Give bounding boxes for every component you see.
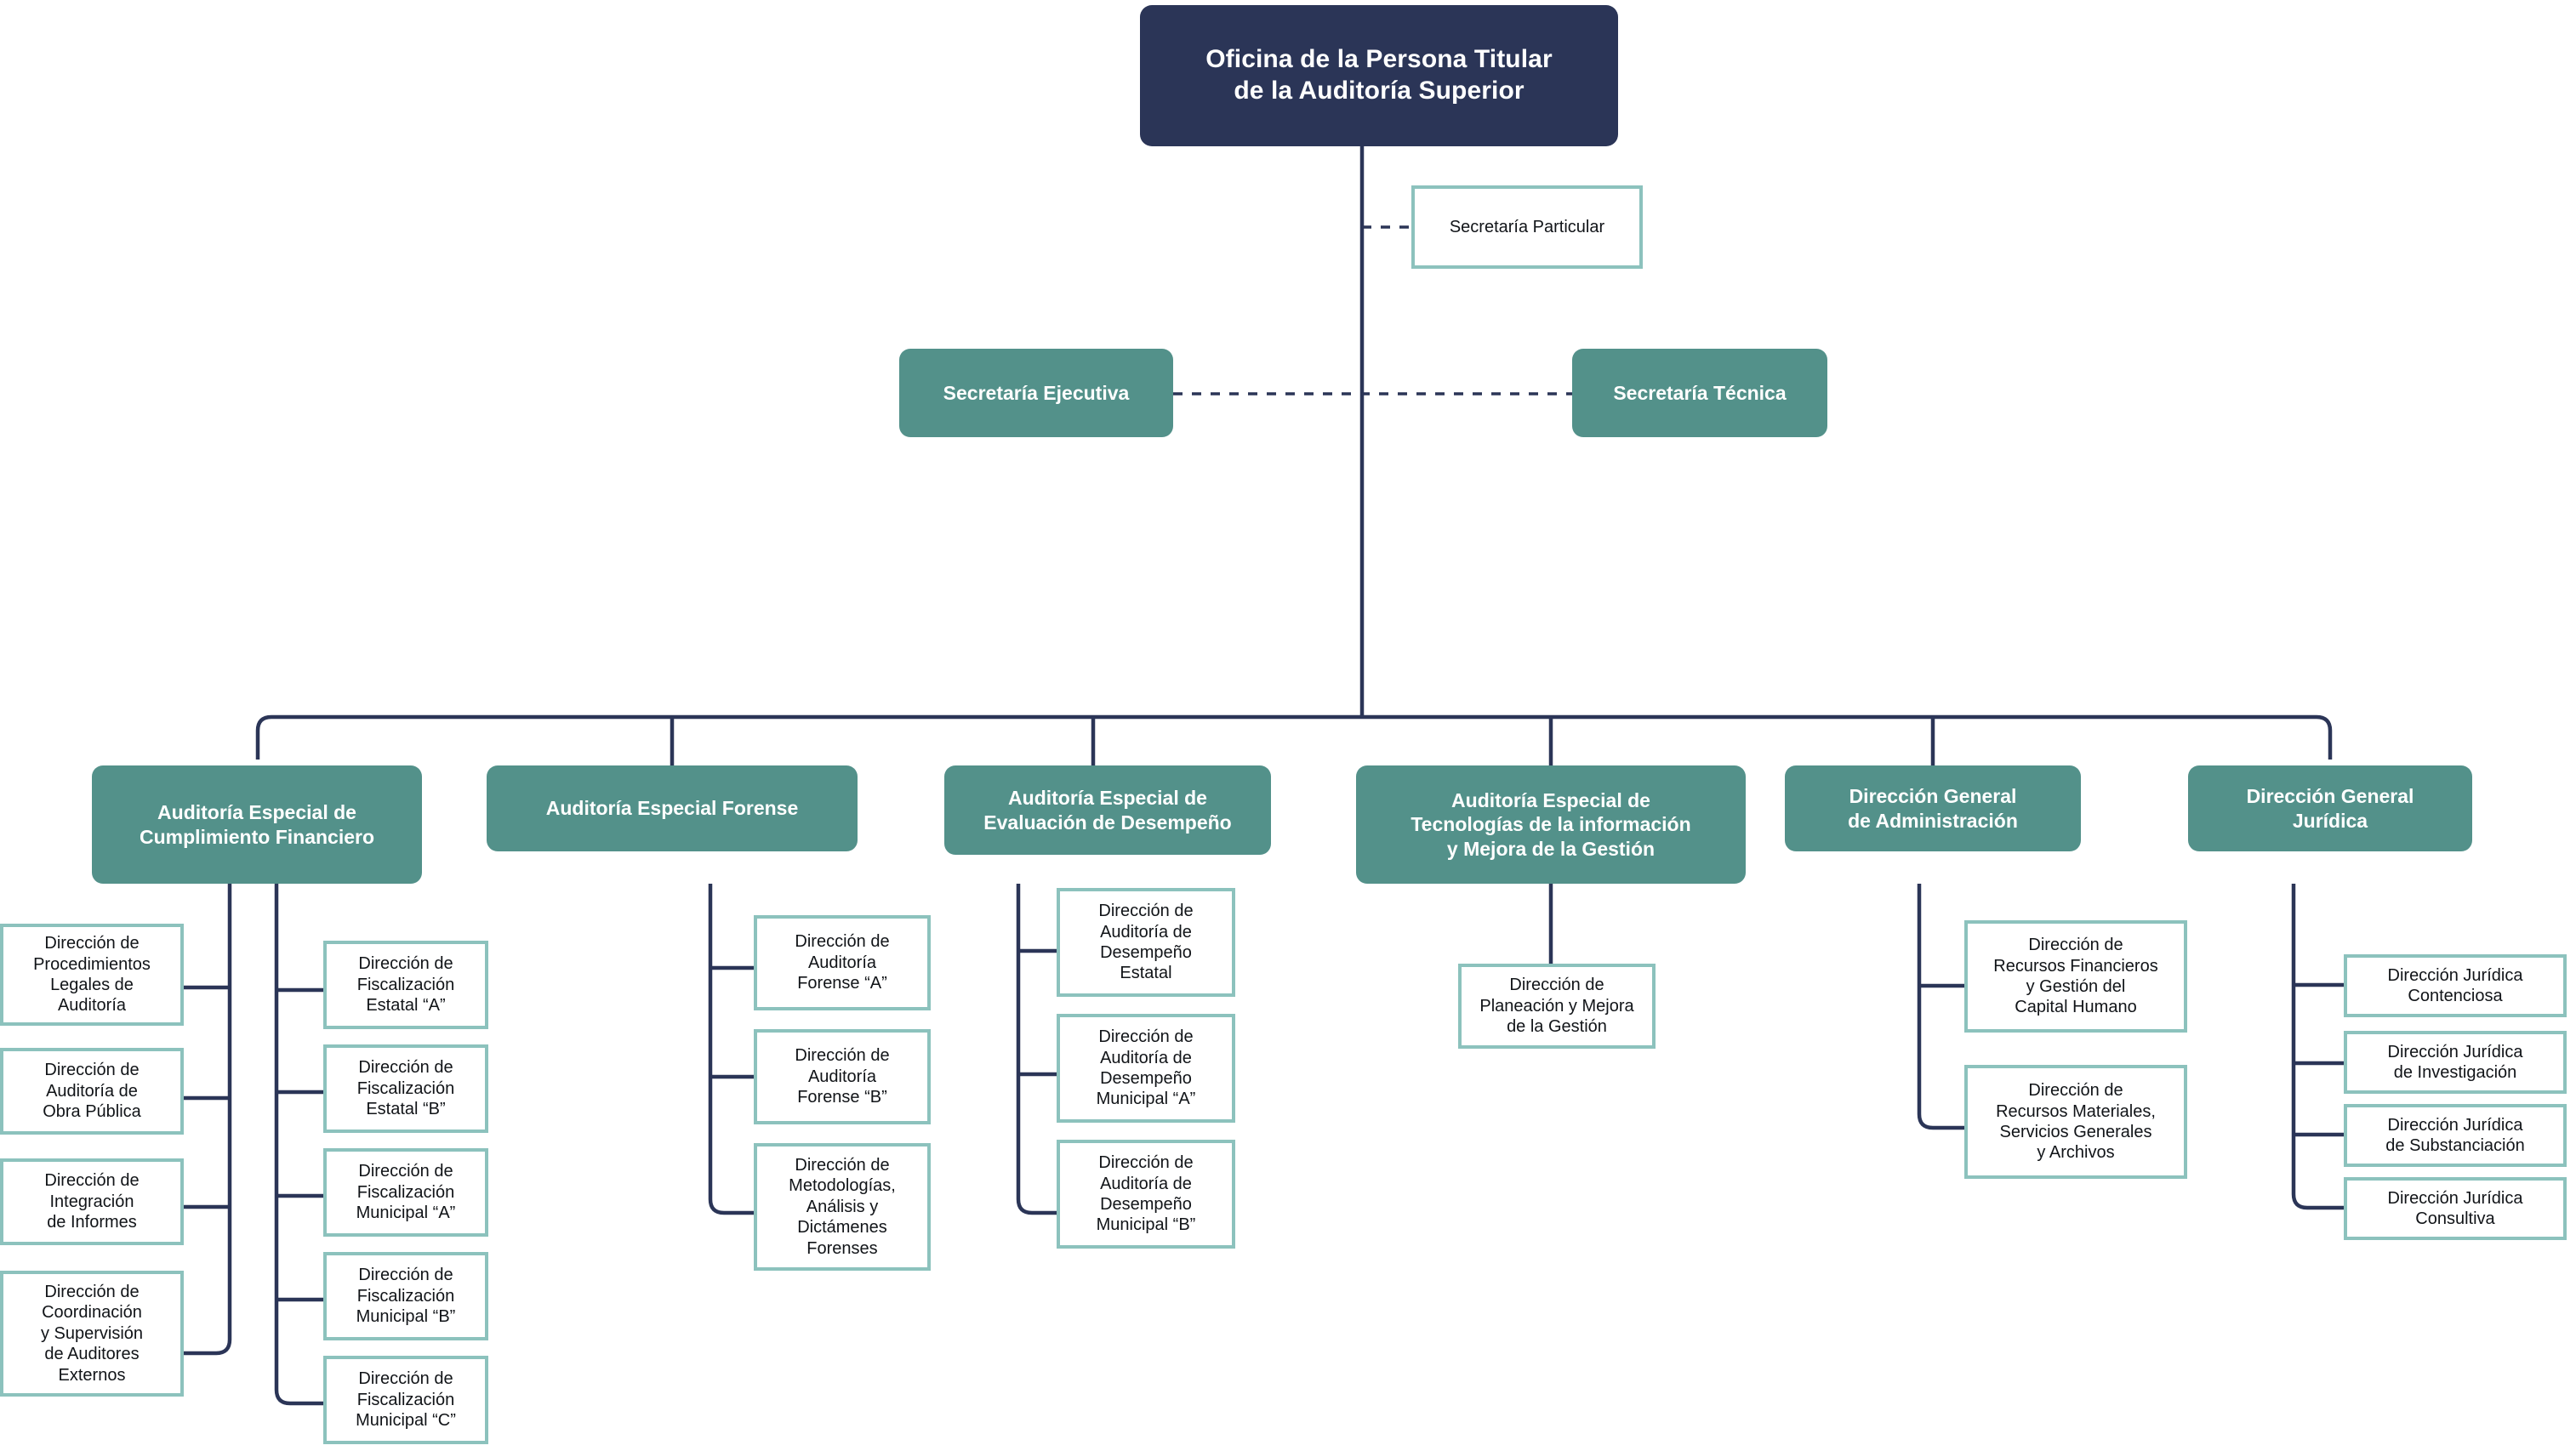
node-root-label: Oficina de la Persona Titular de la Audi… [1205, 45, 1553, 105]
node-leaf-fiscalizacion-municipal-a[interactable]: Dirección de Fiscalización Municipal “A” [323, 1148, 488, 1237]
edge-trunk-desempeno [1016, 884, 1057, 1215]
node-unit-evaluacion-desempeno[interactable]: Auditoría Especial de Evaluación de Dese… [944, 765, 1271, 855]
node-leaf-integracion-informes[interactable]: Dirección de Integración de Informes [0, 1158, 184, 1245]
node-leaf-auditoria-forense-a-label: Dirección de Auditoría Forense “A” [795, 932, 890, 993]
node-leaf-integracion-informes-label: Dirección de Integración de Informes [44, 1171, 140, 1232]
node-unit-cumplimiento-financiero[interactable]: Auditoría Especial de Cumplimiento Finan… [92, 765, 422, 884]
node-leaf-planeacion-mejora-gestion-label: Dirección de Planeación y Mejora de la G… [1479, 976, 1634, 1037]
node-leaf-recursos-financieros-label: Dirección de Recursos Financieros y Gest… [1993, 936, 2158, 1017]
edge-trunk-juridica [2291, 884, 2344, 1210]
node-unit-tecnologias-informacion-label: Auditoría Especial de Tecnologías de la … [1411, 789, 1691, 860]
node-leaf-juridica-consultiva-label: Dirección Jurídica Consultiva [2387, 1188, 2523, 1228]
node-leaf-juridica-investigacion-label: Dirección Jurídica de Investigación [2387, 1042, 2523, 1082]
node-secretaria-particular[interactable]: Secretaría Particular [1411, 185, 1643, 269]
node-leaf-fiscalizacion-municipal-b-label: Dirección de Fiscalización Municipal “B” [356, 1266, 456, 1327]
node-leaf-coordinacion-supervision-auditores[interactable]: Dirección de Coordinación y Supervisión … [0, 1271, 184, 1397]
node-secretaria-tecnica-label: Secretaría Técnica [1613, 381, 1787, 404]
node-leaf-auditoria-forense-a[interactable]: Dirección de Auditoría Forense “A” [754, 915, 931, 1010]
node-leaf-auditoria-forense-b-label: Dirección de Auditoría Forense “B” [795, 1046, 890, 1107]
node-leaf-fiscalizacion-estatal-b[interactable]: Dirección de Fiscalización Estatal “B” [323, 1044, 488, 1133]
node-leaf-metodologias-analisis-dictamenes-label: Dirección de Metodologías, Análisis y Di… [789, 1156, 896, 1258]
node-unit-cumplimiento-financiero-label: Auditoría Especial de Cumplimiento Finan… [139, 801, 375, 848]
node-leaf-fiscalizacion-municipal-c-label: Dirección de Fiscalización Municipal “C” [356, 1369, 456, 1431]
node-leaf-desempeno-estatal-label: Dirección de Auditoría de Desempeño Esta… [1098, 902, 1194, 983]
node-unit-tecnologias-informacion[interactable]: Auditoría Especial de Tecnologías de la … [1356, 765, 1746, 884]
edge-main-bus [255, 714, 2333, 760]
edge-trunk-cf-b [274, 884, 323, 1406]
node-leaf-metodologias-analisis-dictamenes[interactable]: Dirección de Metodologías, Análisis y Di… [754, 1143, 931, 1271]
node-root[interactable]: Oficina de la Persona Titular de la Audi… [1140, 5, 1618, 146]
node-leaf-auditoria-forense-b[interactable]: Dirección de Auditoría Forense “B” [754, 1029, 931, 1124]
node-leaf-recursos-materiales-label: Dirección de Recursos Materiales, Servic… [1996, 1081, 2156, 1163]
node-leaf-recursos-financieros[interactable]: Dirección de Recursos Financieros y Gest… [1964, 920, 2187, 1033]
node-leaf-auditoria-obra-publica[interactable]: Dirección de Auditoría de Obra Pública [0, 1048, 184, 1135]
node-leaf-juridica-contenciosa-label: Dirección Jurídica Contenciosa [2387, 965, 2523, 1005]
edge-trunk-cf-a [184, 884, 232, 1356]
node-leaf-juridica-investigacion[interactable]: Dirección Jurídica de Investigación [2344, 1031, 2567, 1094]
node-leaf-fiscalizacion-municipal-b[interactable]: Dirección de Fiscalización Municipal “B” [323, 1252, 488, 1340]
node-leaf-desempeno-estatal[interactable]: Dirección de Auditoría de Desempeño Esta… [1057, 888, 1235, 997]
node-secretaria-tecnica[interactable]: Secretaría Técnica [1572, 349, 1827, 437]
node-unit-forense[interactable]: Auditoría Especial Forense [487, 765, 858, 851]
node-unit-juridica[interactable]: Dirección General Jurídica [2188, 765, 2472, 851]
node-secretaria-particular-label: Secretaría Particular [1449, 217, 1605, 236]
node-leaf-juridica-substanciacion-label: Dirección Jurídica de Substanciación [2385, 1115, 2525, 1155]
node-leaf-fiscalizacion-municipal-c[interactable]: Dirección de Fiscalización Municipal “C” [323, 1356, 488, 1444]
node-leaf-desempeno-municipal-a[interactable]: Dirección de Auditoría de Desempeño Muni… [1057, 1014, 1235, 1123]
node-leaf-procedimientos-legales[interactable]: Dirección de Procedimientos Legales de A… [0, 924, 184, 1026]
node-unit-administracion[interactable]: Dirección General de Administración [1785, 765, 2081, 851]
node-secretaria-ejecutiva[interactable]: Secretaría Ejecutiva [899, 349, 1173, 437]
edge-trunk-forense [708, 884, 754, 1215]
node-leaf-fiscalizacion-estatal-a[interactable]: Dirección de Fiscalización Estatal “A” [323, 941, 488, 1029]
node-leaf-desempeno-municipal-a-label: Dirección de Auditoría de Desempeño Muni… [1096, 1027, 1196, 1109]
node-leaf-fiscalizacion-municipal-a-label: Dirección de Fiscalización Municipal “A” [356, 1162, 456, 1223]
node-secretaria-ejecutiva-label: Secretaría Ejecutiva [943, 381, 1130, 404]
node-leaf-desempeno-municipal-b[interactable]: Dirección de Auditoría de Desempeño Muni… [1057, 1140, 1235, 1249]
node-leaf-desempeno-municipal-b-label: Dirección de Auditoría de Desempeño Muni… [1096, 1153, 1196, 1235]
node-unit-forense-label: Auditoría Especial Forense [545, 797, 799, 820]
node-unit-juridica-label: Dirección General Jurídica [2246, 785, 2414, 832]
edge-trunk-administracion [1917, 884, 1964, 1130]
node-leaf-coordinacion-supervision-auditores-label: Dirección de Coordinación y Supervisión … [40, 1283, 144, 1385]
node-leaf-juridica-contenciosa[interactable]: Dirección Jurídica Contenciosa [2344, 954, 2567, 1017]
node-leaf-procedimientos-legales-label: Dirección de Procedimientos Legales de A… [33, 934, 151, 1016]
node-leaf-juridica-consultiva[interactable]: Dirección Jurídica Consultiva [2344, 1177, 2567, 1240]
node-leaf-recursos-materiales[interactable]: Dirección de Recursos Materiales, Servic… [1964, 1065, 2187, 1179]
node-unit-evaluacion-desempeno-label: Auditoría Especial de Evaluación de Dese… [983, 787, 1232, 834]
node-leaf-auditoria-obra-publica-label: Dirección de Auditoría de Obra Pública [43, 1061, 141, 1122]
node-leaf-fiscalizacion-estatal-a-label: Dirección de Fiscalización Estatal “A” [356, 954, 455, 1016]
node-leaf-planeacion-mejora-gestion[interactable]: Dirección de Planeación y Mejora de la G… [1458, 964, 1656, 1049]
node-unit-administracion-label: Dirección General de Administración [1848, 785, 2018, 832]
node-leaf-juridica-substanciacion[interactable]: Dirección Jurídica de Substanciación [2344, 1104, 2567, 1167]
node-leaf-fiscalizacion-estatal-b-label: Dirección de Fiscalización Estatal “B” [356, 1058, 455, 1119]
